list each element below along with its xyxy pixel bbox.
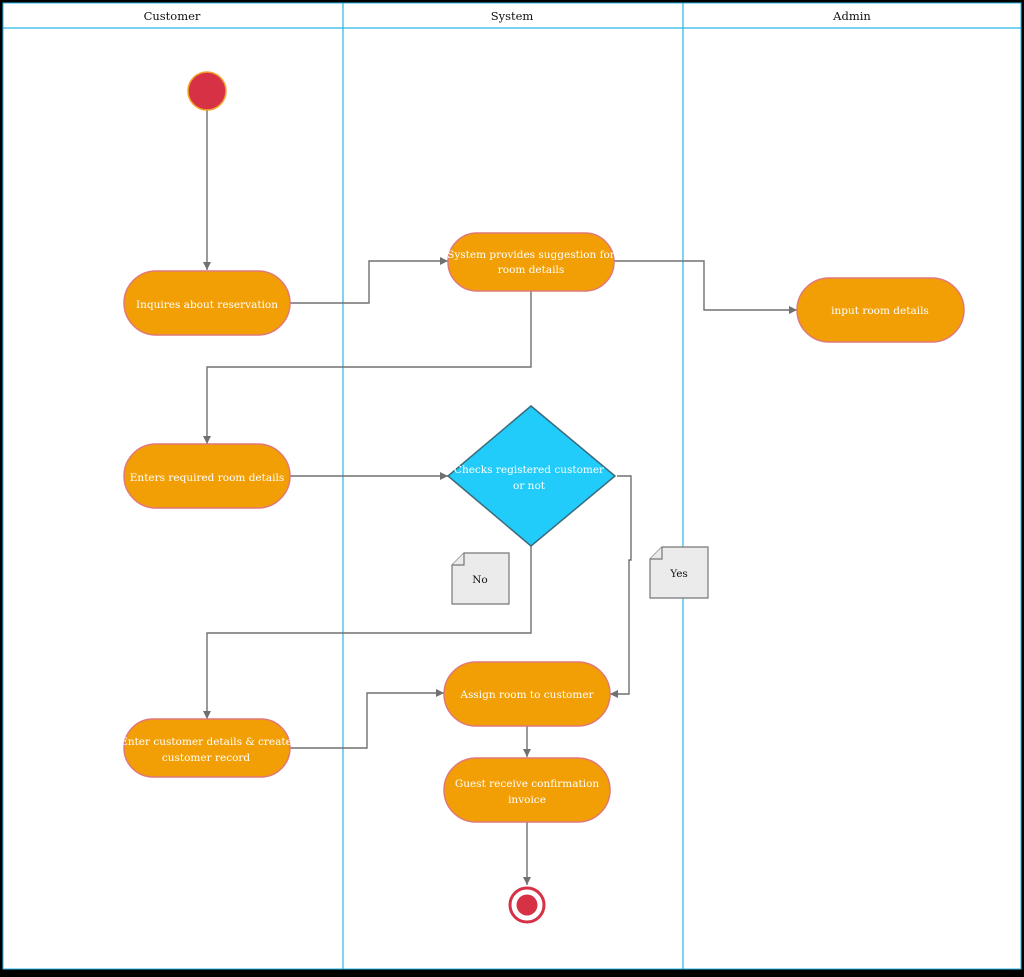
activity-input-room: input room details [796, 277, 965, 343]
end-node [508, 886, 546, 924]
note-label: Yes [669, 568, 688, 580]
start-node [187, 71, 227, 111]
activity-label-line-1: Enter customer details & create [120, 736, 292, 748]
note-yes: Yes [649, 546, 709, 599]
connector-inquires-to-suggestion [290, 257, 448, 304]
activity-label: input room details [831, 305, 929, 317]
activity-enters: Enters required room details [123, 443, 291, 509]
decision-label-line-1: Checks registered customer [454, 464, 605, 476]
decision-node: Checks registered customer or not [446, 405, 617, 547]
connectors [203, 110, 797, 885]
activity-label-line-2: room details [498, 264, 564, 276]
activity-suggestion: System provides suggestion for room deta… [447, 232, 616, 292]
lane-title-customer: Customer [144, 9, 201, 23]
lane-title-admin: Admin [832, 9, 871, 23]
activity-label-line-2: customer record [162, 752, 251, 764]
lane-title-system: System [491, 9, 534, 23]
activity-inquires: Inquires about reservation [123, 270, 291, 336]
connector-customer-to-assign [290, 689, 444, 749]
decision-label-line-2: or not [513, 480, 546, 492]
connector-decision-no [203, 546, 532, 719]
activity-label: Inquires about reservation [136, 299, 278, 311]
activity-label-line-1: Guest receive confirmation [455, 778, 600, 790]
connector-suggestion-to-input [614, 260, 797, 314]
note-no: No [451, 552, 510, 605]
activity-confirmation: Guest receive confirmation invoice [443, 757, 611, 823]
activity-label: Assign room to customer [459, 689, 594, 701]
activity-label-line-1: System provides suggestion for [447, 249, 616, 261]
activity-assign: Assign room to customer [443, 661, 611, 727]
connector-suggestion-to-enters [203, 291, 532, 444]
connector-decision-yes [610, 475, 632, 698]
activity-label: Enters required room details [130, 472, 284, 484]
swimlanes: Customer System Admin [3, 3, 1021, 969]
note-label: No [472, 574, 488, 586]
activity-label-line-2: invoice [508, 794, 546, 806]
activity-enter-customer: Enter customer details & create customer… [120, 718, 292, 778]
